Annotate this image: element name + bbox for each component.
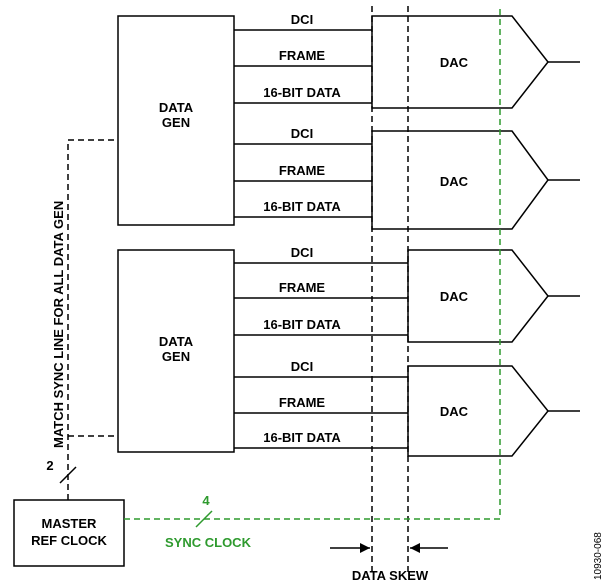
data-label-1: 16-BIT DATA — [263, 85, 341, 100]
signal-group-1 — [234, 29, 372, 104]
data-gen-top-label-1: DATA — [159, 100, 194, 115]
sync-line-label: MATCH SYNC LINE FOR ALL DATA GEN — [51, 201, 66, 448]
dac-1: DAC — [371, 15, 580, 109]
frame-label-4: FRAME — [279, 395, 326, 410]
dci-label-4: DCI — [291, 359, 313, 374]
data-gen-top: DATA GEN — [117, 15, 235, 226]
signal-group-3 — [234, 262, 408, 336]
dci-label-3: DCI — [291, 245, 313, 260]
frame-label-2: FRAME — [279, 163, 326, 178]
frame-label-3: FRAME — [279, 280, 326, 295]
bus-width-slash-2 — [59, 466, 77, 484]
data-gen-bottom-label-1: DATA — [159, 334, 194, 349]
sync-line — [67, 139, 118, 500]
dci-label-2: DCI — [291, 126, 313, 141]
dac-3: DAC — [407, 249, 580, 343]
data-gen-bottom: DATA GEN — [117, 249, 235, 453]
sync-clock-slash — [195, 510, 213, 528]
figure-id: 10930-068 — [593, 532, 604, 580]
sync-clock-width-label: 4 — [202, 493, 210, 508]
data-gen-top-box — [117, 15, 235, 226]
signal-group-4 — [234, 376, 408, 449]
dac-2: DAC — [371, 130, 580, 230]
master-clock-label-2: REF CLOCK — [31, 533, 107, 548]
dci-label-1: DCI — [291, 12, 313, 27]
sync-clock-line — [124, 6, 501, 520]
dac-2-label: DAC — [440, 174, 469, 189]
dac-1-label: DAC — [440, 55, 469, 70]
master-ref-clock: MASTER REF CLOCK — [13, 499, 125, 567]
data-label-2: 16-BIT DATA — [263, 199, 341, 214]
data-label-3: 16-BIT DATA — [263, 317, 341, 332]
frame-label-1: FRAME — [279, 48, 326, 63]
data-gen-top-label-2: GEN — [162, 115, 190, 130]
data-gen-bottom-box — [117, 249, 235, 453]
dac-4: DAC — [407, 365, 580, 457]
bus-width-2-label: 2 — [46, 458, 53, 473]
signal-group-2 — [234, 143, 372, 218]
data-gen-bottom-label-2: GEN — [162, 349, 190, 364]
master-ref-clock-box — [13, 499, 125, 567]
dac-3-label: DAC — [440, 289, 469, 304]
data-skew-arrows — [330, 543, 448, 553]
master-clock-label-1: MASTER — [42, 516, 98, 531]
dac-4-label: DAC — [440, 404, 469, 419]
sync-clock-label: SYNC CLOCK — [165, 535, 252, 550]
data-label-4: 16-BIT DATA — [263, 430, 341, 445]
data-skew-label: DATA SKEW — [352, 568, 429, 583]
